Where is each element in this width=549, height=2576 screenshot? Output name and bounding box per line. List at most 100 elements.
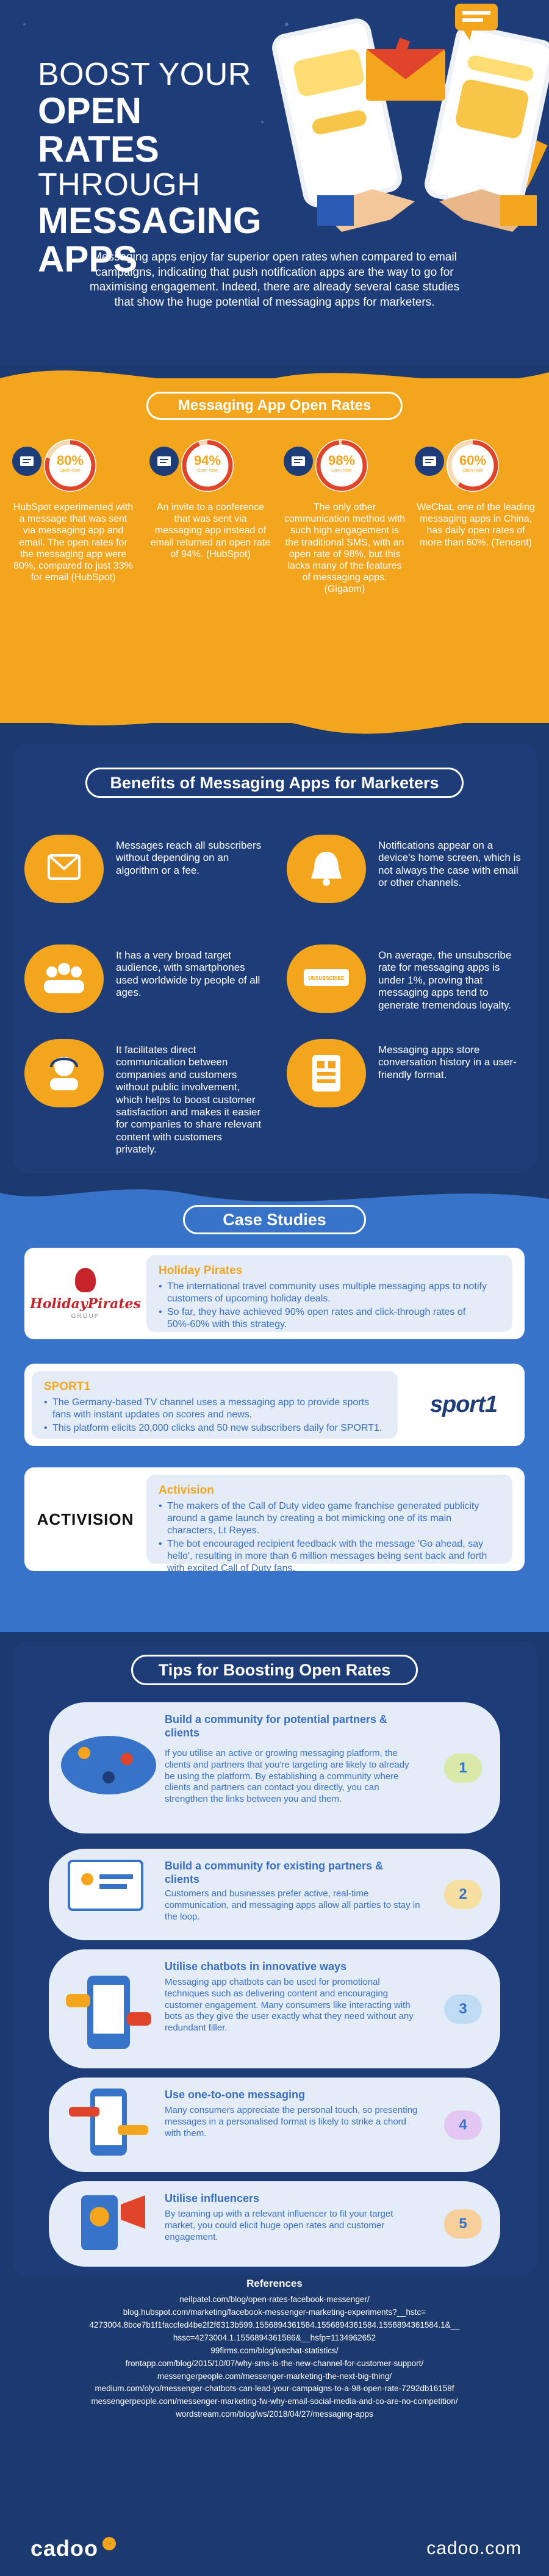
- benefit-text: Messaging apps store conversation histor…: [378, 1044, 517, 1081]
- benefit-text: On average, the unsubscribe rate for mes…: [378, 949, 512, 1011]
- case-study-card: sport1 SPORT1The Germany-based TV channel…: [24, 1364, 525, 1446]
- case-logo: ACTIVISION: [24, 1467, 146, 1571]
- case-study-name: Holiday Pirates: [159, 1264, 243, 1277]
- sms-icon: [284, 447, 313, 476]
- case-study-bullet: The makers of the Call of Duty video gam…: [159, 1500, 500, 1537]
- case-study-bullet: The Germany-based TV channel uses a mess…: [44, 1397, 386, 1421]
- tips-heading: Tips for Boosting Open Rates: [131, 1655, 418, 1685]
- parrot-icon: [75, 1267, 96, 1292]
- tip-number: 4: [444, 2110, 482, 2140]
- reference-link: messengerpeople.com/messenger-marketing-…: [157, 2371, 392, 2381]
- case-study-bullets: The makers of the Call of Duty video gam…: [159, 1500, 500, 1575]
- tip-title: Build a community for existing partners …: [165, 1860, 384, 1885]
- audience-icon: [24, 944, 104, 1013]
- open-rate-ring: 94%Open Rate: [181, 439, 234, 492]
- tip-card: Build a community for potential partners…: [49, 1702, 500, 1833]
- brand-arrow-icon: →: [102, 2537, 116, 2550]
- email-icon: [12, 447, 41, 476]
- tip-description: Customers and businesses prefer active, …: [165, 1888, 420, 1922]
- case-logo-text: sport1: [429, 1392, 498, 1417]
- reference-link: wordstream.com/blog/ws/2018/04/27/messag…: [176, 2409, 373, 2419]
- case-study-card: ACTIVISION ActivisionThe makers of the Ca…: [24, 1467, 525, 1574]
- support-agent-icon: [24, 1039, 104, 1107]
- benefit-item: Messaging apps store conversation histor…: [287, 1033, 525, 1112]
- open-rate-label: Open Rate: [60, 469, 81, 473]
- case-study-body: SPORT1The Germany-based TV channel uses …: [32, 1371, 398, 1439]
- references-heading: References: [246, 2278, 303, 2289]
- tip-number: 2: [444, 1880, 482, 1909]
- case-logo-text: ACTIVISION: [37, 1509, 134, 1528]
- unsubscribe-icon: UNSUBSCRIBE: [287, 944, 366, 1013]
- benefits-heading: Benefits of Messaging Apps for Marketers: [85, 768, 464, 798]
- reference-link: blog.hubspot.com/marketing/facebook-mess…: [123, 2307, 426, 2317]
- benefit-item: Messages reach all subscribers without d…: [24, 829, 262, 908]
- footer: cadoo → cadoo.com: [0, 2514, 549, 2576]
- hero-intro: Messaging apps enjoy far superior open r…: [89, 251, 460, 309]
- tip-illustration-icon: [60, 2085, 157, 2162]
- case-logo: sport1: [403, 1364, 525, 1446]
- benefit-text: It facilitates direct communication betw…: [116, 1044, 262, 1156]
- reference-link: 4273004.8bce7b1f1faccfed4be2f2f6313b599.…: [89, 2320, 460, 2330]
- open-rate-description: HubSpot experimented with a message that…: [13, 502, 134, 583]
- reference-link: 99firms.com/blog/wechat-statistics/: [210, 2345, 339, 2355]
- tip-illustration-icon: [60, 2186, 157, 2256]
- case-logo-subtext: GROUP: [71, 1312, 100, 1320]
- reference-link: medium.com/olyo/messenger-chatbots-can-l…: [95, 2384, 454, 2394]
- benefit-item: It facilitates direct communication betw…: [24, 1033, 262, 1155]
- case-study-bullets: The Germany-based TV channel uses a mess…: [44, 1397, 386, 1434]
- wave-divider: [0, 702, 549, 734]
- open-rate-value: 98%: [328, 453, 356, 468]
- benefit-item: It has a very broad target audience, wit…: [24, 938, 262, 1018]
- wechat-icon: [415, 447, 444, 476]
- title-line-2: OPEN RATES: [38, 90, 159, 170]
- benefits-section: Benefits of Messaging Apps for Marketers…: [12, 743, 537, 1173]
- case-study-bullet: The international travel community uses …: [159, 1281, 500, 1305]
- open-rate-label: Open Rate: [462, 469, 483, 473]
- envelope-icon: [24, 835, 104, 903]
- open-rate-description: WeChat, one of the leading messaging app…: [417, 502, 535, 548]
- case-studies-heading: Case Studies: [183, 1205, 366, 1234]
- title-line-4: MESSAGING: [38, 200, 262, 242]
- references-list: neilpatel.com/blog/open-rates-facebook-m…: [37, 2294, 512, 2421]
- benefit-text: It has a very broad target audience, wit…: [116, 949, 260, 999]
- brand-logo-left: cadoo: [30, 2536, 99, 2561]
- tip-illustration-icon: [60, 1970, 157, 2058]
- case-study-body: ActivisionThe makers of the Call of Duty…: [146, 1475, 512, 1574]
- open-rate-label: Open Rate: [197, 469, 218, 473]
- tip-description: If you utilise an active or growing mess…: [165, 1748, 409, 1804]
- tip-number: 3: [444, 1994, 482, 2024]
- tip-illustration-icon: [60, 1855, 157, 1925]
- handshake-icon: [317, 189, 537, 232]
- open-rates-heading: Messaging App Open Rates: [146, 392, 403, 420]
- open-rate-ring: 98%Open Rate: [315, 439, 368, 492]
- reference-link: frontapp.com/blog/2015/10/07/why-sms-is-…: [125, 2358, 424, 2368]
- benefit-item: UNSUBSCRIBE On average, the unsubscribe r…: [287, 938, 525, 1018]
- open-rate-value: 80%: [56, 453, 84, 468]
- open-rate-ring: 60%Open Rate: [447, 439, 499, 492]
- group-icon: [149, 447, 179, 476]
- tip-number: 5: [444, 2209, 482, 2239]
- reference-link: messengerpeople.com/messenger-marketing-…: [91, 2397, 458, 2406]
- hero-title: BOOST YOUR OPEN RATES THROUGH MESSAGING …: [38, 58, 270, 278]
- open-rate-value: 60%: [459, 453, 487, 468]
- case-study-bullet: This platform elicits 20,000 clicks and …: [44, 1422, 386, 1434]
- references-section: References neilpatel.com/blog/open-rates…: [37, 2278, 512, 2421]
- tip-title: Utilise influencers: [165, 2192, 260, 2204]
- svg-text:UNSUBSCRIBE: UNSUBSCRIBE: [309, 976, 345, 981]
- case-study-name: SPORT1: [44, 1380, 91, 1393]
- chat-bubble-icon: [455, 4, 498, 40]
- tip-title: Utilise chatbots in innovative ways: [165, 1960, 347, 1973]
- tip-title: Build a community for potential partners…: [165, 1713, 388, 1739]
- tip-number: 1: [444, 1753, 482, 1783]
- case-study-body: Holiday PiratesThe international travel …: [146, 1255, 512, 1332]
- benefit-text: Messages reach all subscribers without d…: [116, 840, 262, 876]
- case-logo-text: HolidayPirates: [30, 1295, 141, 1312]
- case-background: [0, 1181, 549, 1202]
- open-rate-description: An invite to a conference that was sent …: [150, 502, 271, 559]
- benefit-item: Notifications appear on a device's home …: [287, 829, 525, 908]
